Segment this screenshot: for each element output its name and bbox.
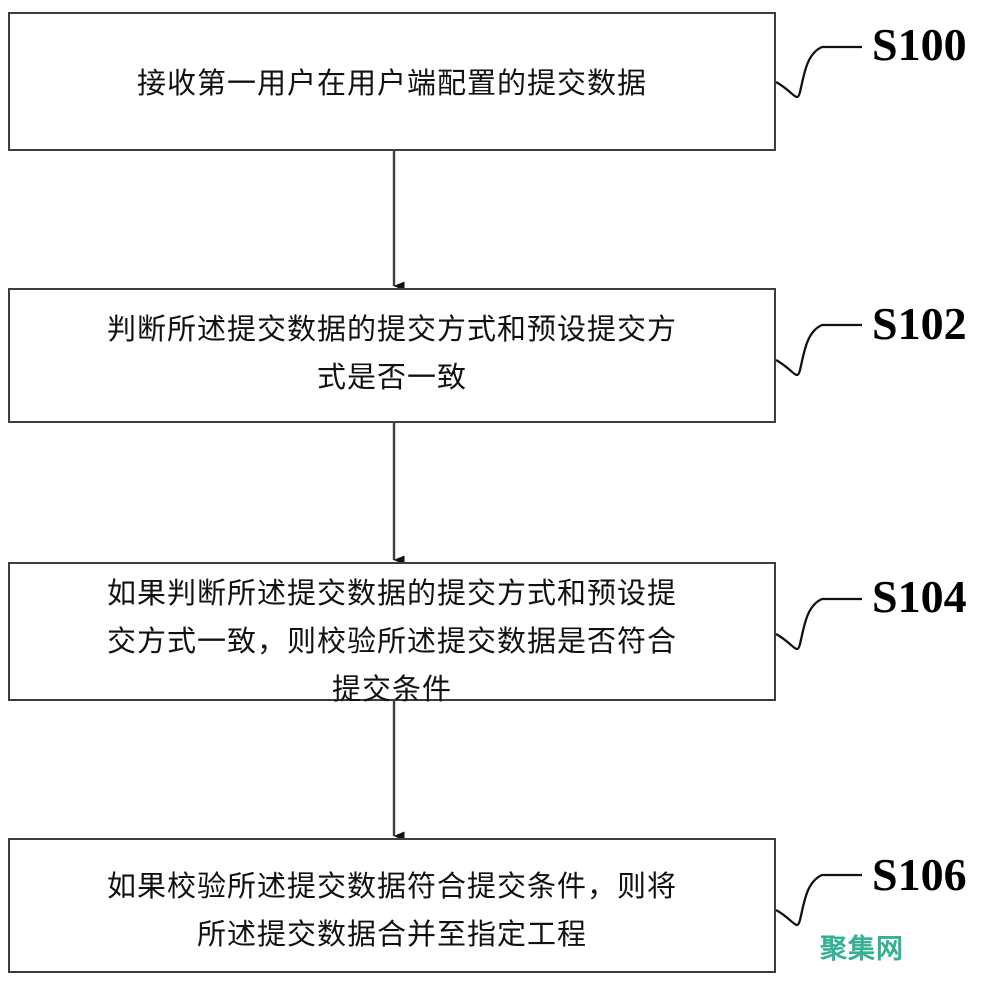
step-label-s106: S106 xyxy=(872,849,967,900)
flowchart-node-s102: 判断所述提交数据的提交方式和预设提交方 式是否一致 xyxy=(8,288,776,423)
watermark-logo: 聚集网 xyxy=(820,934,904,965)
leader-line-s100 xyxy=(775,45,862,99)
flowchart-node-text: 如果校验所述提交数据符合提交条件，则将 所述提交数据合并至指定工程 xyxy=(106,869,677,951)
step-label-s102: S102 xyxy=(872,298,967,349)
flowchart-node-text: 判断所述提交数据的提交方式和预设提交方 式是否一致 xyxy=(106,312,677,394)
flowchart-node-s104: 如果判断所述提交数据的提交方式和预设提 交方式一致，则校验所述提交数据是否符合 … xyxy=(8,562,776,706)
leader-line-s102 xyxy=(775,323,862,377)
leader-line-s104 xyxy=(775,597,862,651)
step-label-s100: S100 xyxy=(872,19,967,70)
leader-line-s106 xyxy=(775,873,862,927)
flowchart-node-s100: 接收第一用户在用户端配置的提交数据 xyxy=(8,12,776,151)
step-label-s104: S104 xyxy=(872,571,967,622)
flowchart-node-text: 接收第一用户在用户端配置的提交数据 xyxy=(136,66,647,100)
flowchart-node-text: 如果判断所述提交数据的提交方式和预设提 交方式一致，则校验所述提交数据是否符合 … xyxy=(106,576,677,706)
flowchart-node-s106: 如果校验所述提交数据符合提交条件，则将 所述提交数据合并至指定工程 xyxy=(8,838,776,973)
